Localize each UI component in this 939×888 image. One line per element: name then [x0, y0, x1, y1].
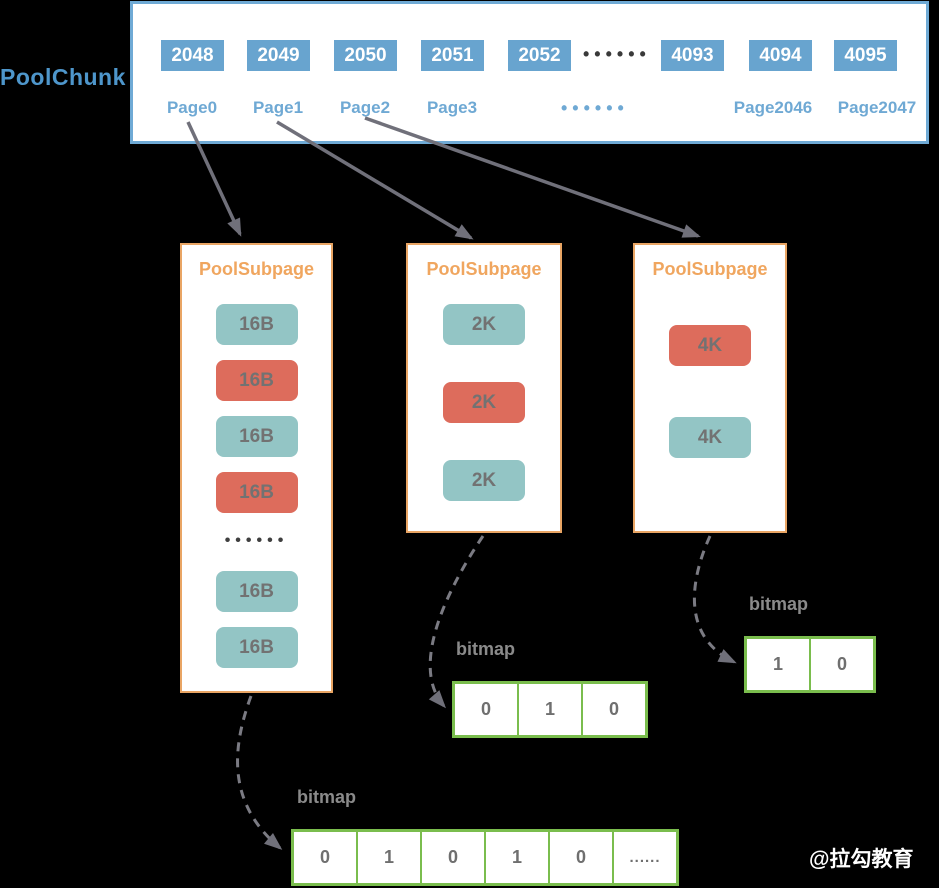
block-2k: 2K	[443, 460, 525, 501]
bitmap-cell: 1	[486, 832, 550, 883]
bitmap-label: bitmap	[749, 594, 809, 614]
dashed-arrow-subpage-4k-to-bitmap	[692, 535, 737, 664]
block-2k: 2K	[443, 382, 525, 423]
block-16b: 16B	[215, 360, 298, 401]
page-label-2: Page2	[339, 98, 391, 117]
pool-subpage-4k: PoolSubpage 4K 4K	[633, 243, 787, 533]
chunk-ellipsis-dots: ••••••	[583, 44, 651, 64]
chunk-cell-4094: 4094	[749, 40, 812, 71]
pool-subpage-2k: PoolSubpage 2K 2K 2K	[406, 243, 562, 533]
block-list: 2K 2K 2K	[408, 304, 560, 501]
chunk-cell-2052: 2052	[508, 40, 571, 71]
block-16b: 16B	[215, 571, 298, 612]
bitmap-cell-ellipsis: ......	[629, 849, 661, 866]
bitmap-cell: 1	[519, 684, 583, 735]
page-ellipsis-dots: ••••••	[561, 98, 629, 118]
block-16b: 16B	[215, 416, 298, 457]
chunk-cell-4093: 4093	[661, 40, 724, 71]
dashed-arrow-subpage-16b-to-bitmap	[236, 695, 283, 850]
bitmap-cell: 0	[422, 832, 486, 883]
pool-chunk-box: 2048 2049 2050 2051 2052 •••••• 4093 409…	[130, 1, 929, 144]
block-list: 4K 4K	[635, 325, 785, 458]
bitmap-cell: 0	[294, 832, 358, 883]
pool-chunk-label: PoolChunk	[0, 64, 126, 90]
bitmap-table-4k: 1 0	[744, 636, 876, 693]
block-2k: 2K	[443, 304, 525, 345]
chunk-cell-4095: 4095	[834, 40, 897, 71]
chunk-cell-2051: 2051	[421, 40, 484, 71]
chunk-cell-2048: 2048	[161, 40, 224, 71]
block-4k: 4K	[669, 325, 751, 366]
bitmap-label: bitmap	[456, 639, 516, 659]
ellipsis-dots: ••••••	[224, 532, 289, 549]
page-label-2047: Page2047	[837, 98, 917, 117]
page-label-0: Page0	[166, 98, 218, 117]
block-4k: 4K	[669, 417, 751, 458]
block-list: 16B 16B 16B 16B •••••• 16B 16B	[182, 304, 331, 668]
bitmap-cell: 0	[455, 684, 519, 735]
block-16b: 16B	[215, 627, 298, 668]
watermark: @拉勾教育	[809, 848, 914, 871]
page-label-2046: Page2046	[733, 98, 813, 117]
bitmap-cell: 0	[550, 832, 614, 883]
chunk-cell-2050: 2050	[334, 40, 397, 71]
page-label-3: Page3	[426, 98, 478, 117]
bitmap-cell: 1	[747, 639, 811, 690]
pool-subpage-title: PoolSubpage	[426, 259, 542, 279]
bitmap-cell: 1	[358, 832, 422, 883]
chunk-cell-2049: 2049	[247, 40, 310, 71]
bitmap-label: bitmap	[297, 787, 357, 807]
block-16b: 16B	[215, 472, 298, 513]
bitmap-cell: 0	[608, 699, 619, 719]
pool-subpage-title: PoolSubpage	[652, 259, 768, 279]
page-label-1: Page1	[252, 98, 304, 117]
pool-subpage-16b: PoolSubpage 16B 16B 16B 16B •••••• 16B 1…	[180, 243, 333, 693]
pool-subpage-title: PoolSubpage	[198, 259, 314, 279]
block-16b: 16B	[215, 304, 298, 345]
bitmap-table-16b: 0 1 0 1 0 ......	[291, 829, 679, 886]
bitmap-cell: 0	[836, 654, 847, 674]
bitmap-table-2k: 0 1 0	[452, 681, 648, 738]
